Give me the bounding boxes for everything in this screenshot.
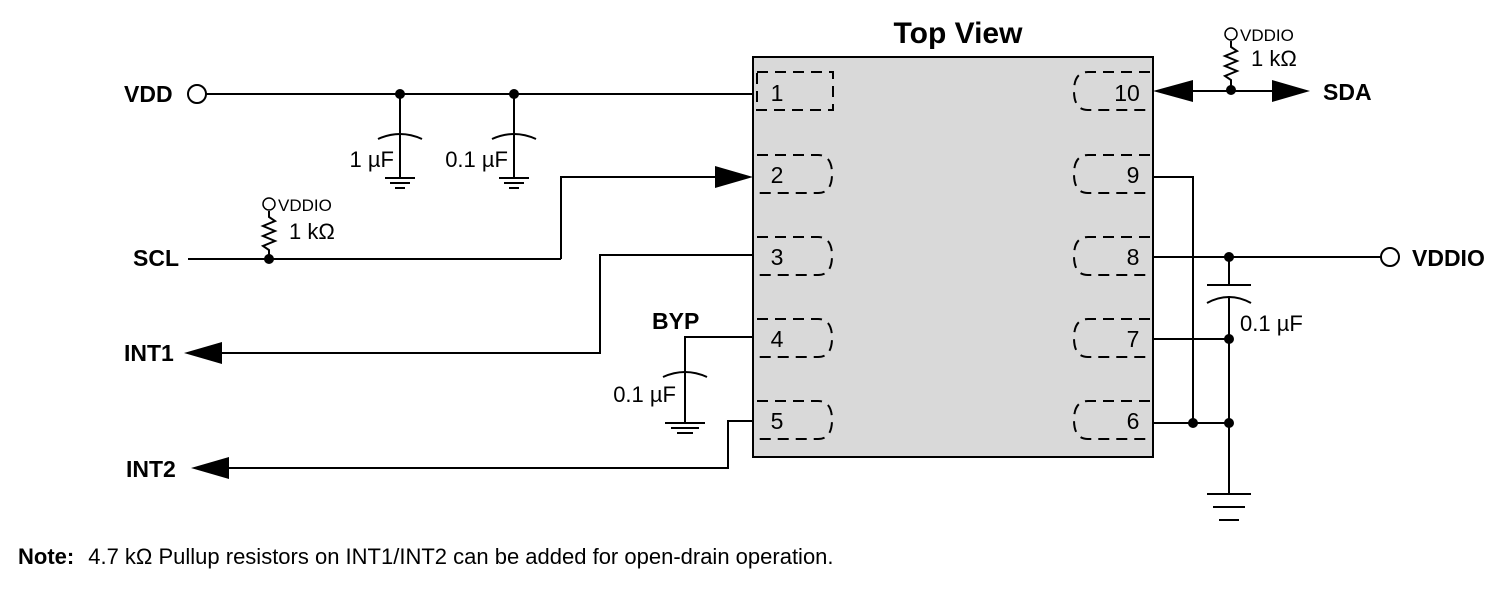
scl-route — [560, 176, 718, 259]
cap-1uf-value: 1 µF — [350, 147, 394, 172]
pin-2-number: 2 — [771, 162, 784, 188]
sda-pullup-value: 1 kΩ — [1251, 46, 1297, 71]
pin-6-number: 6 — [1127, 408, 1140, 434]
pin7-junction — [1224, 334, 1234, 344]
sda-pullup-vddio-label: VDDIO — [1240, 26, 1294, 45]
int1-wire — [222, 254, 753, 354]
capacitor-byp — [662, 371, 708, 423]
byp-wire — [684, 336, 753, 372]
sda-pullup-resistor — [1222, 27, 1240, 90]
int1-arrow — [184, 342, 222, 364]
scl-pullup-value: 1 kΩ — [289, 219, 335, 244]
ground-symbol-byp — [665, 422, 705, 434]
int2-label: INT2 — [126, 456, 176, 482]
sda-arrow-left — [1153, 80, 1193, 102]
scl-arrow — [715, 166, 753, 188]
scl-label: SCL — [133, 245, 179, 271]
int1-label: INT1 — [124, 340, 174, 366]
note-label: Note: — [18, 544, 75, 569]
cap-vddio-value: 0.1 µF — [1240, 311, 1303, 336]
pin-3-number: 3 — [771, 244, 784, 270]
capacitor-1uf — [377, 94, 423, 178]
int2-wire — [229, 420, 753, 469]
vdd-label: VDD — [124, 81, 173, 107]
pin-1-number: 1 — [771, 80, 784, 106]
ic-package — [752, 56, 1154, 458]
pin-9-number: 9 — [1127, 162, 1140, 188]
capacitor-vddio — [1206, 257, 1252, 493]
pin-10-number: 10 — [1114, 80, 1140, 106]
scl-pullup-vddio-label: VDDIO — [278, 196, 332, 215]
pin-pads-right — [1072, 71, 1150, 440]
pin-4-number: 4 — [771, 326, 784, 352]
ground-symbol-1uf — [385, 177, 415, 189]
pin-7-number: 7 — [1127, 326, 1140, 352]
sda-arrow-right — [1272, 80, 1310, 102]
vdd-terminal — [187, 84, 207, 104]
diagram-title: Top View — [894, 17, 1024, 50]
byp-label: BYP — [652, 308, 699, 334]
cap-vdd-0.1uf-value: 0.1 µF — [445, 147, 508, 172]
ground-symbol-right — [1207, 493, 1251, 521]
pin-5-number: 5 — [771, 408, 784, 434]
pin-8-number: 8 — [1127, 244, 1140, 270]
vddio-terminal — [1380, 247, 1400, 267]
pin9-route — [1153, 176, 1194, 423]
vddio-label: VDDIO — [1412, 245, 1485, 271]
note: Note: 4.7 kΩ Pullup resistors on INT1/INT… — [18, 544, 834, 570]
pin6-junction-b — [1224, 418, 1234, 428]
sda-label: SDA — [1323, 79, 1372, 105]
ground-symbol-vdd-0.1uf — [499, 177, 529, 189]
capacitor-vdd-0.1uf — [491, 94, 537, 178]
note-text: 4.7 kΩ Pullup resistors on INT1/INT2 can… — [88, 544, 834, 569]
pin-pads-left — [756, 71, 834, 440]
scl-pullup-resistor — [260, 197, 278, 259]
cap-byp-value: 0.1 µF — [613, 382, 676, 407]
int2-arrow — [191, 457, 229, 479]
